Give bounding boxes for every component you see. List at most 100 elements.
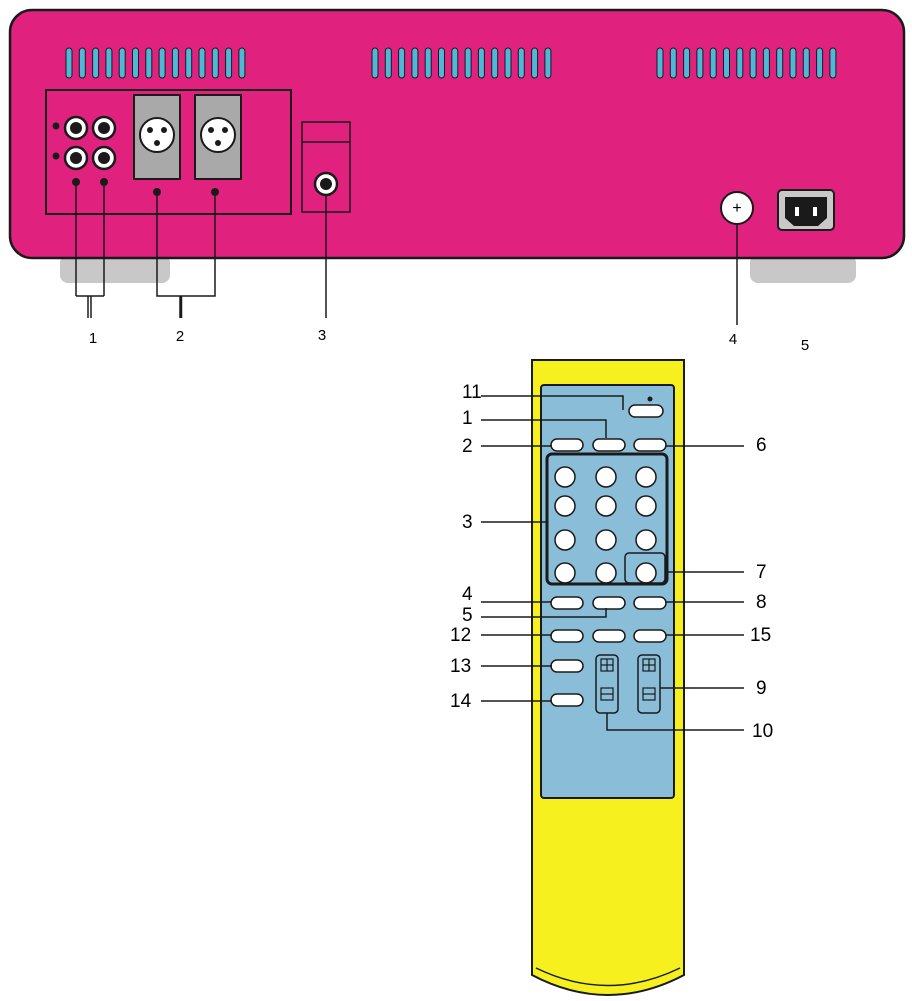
vent-slot: [656, 47, 664, 79]
remote-leader-lines: [481, 395, 744, 731]
remote-callout-7: 7: [756, 562, 767, 583]
remote-callout-1: 1: [462, 408, 473, 429]
vent-slot: [132, 47, 139, 79]
vent-slot: [238, 47, 246, 79]
vent-slot: [118, 47, 126, 79]
ventilation-slots: [65, 47, 837, 79]
rear-leader-lines: [75, 186, 738, 325]
button-12[interactable]: [550, 629, 584, 643]
power-button[interactable]: [628, 404, 664, 418]
keypad-key[interactable]: [595, 529, 617, 551]
keypad-key[interactable]: [635, 466, 657, 488]
keypad-key[interactable]: [595, 562, 617, 584]
remote-callout-10: 10: [752, 721, 773, 742]
remote-control: 11 1 2 6 3 7 4 8 5 12 15 13 9 14 10: [450, 359, 773, 996]
button-14[interactable]: [550, 693, 584, 707]
vent-slot: [776, 47, 784, 79]
vent-slot: [398, 47, 406, 79]
remote-callout-5: 5: [462, 605, 473, 626]
remote-callout-3: 3: [462, 512, 473, 533]
button-6[interactable]: [633, 438, 667, 452]
vent-slot: [424, 47, 432, 79]
vent-slot: [816, 47, 824, 79]
vent-slot: [789, 47, 797, 79]
button-12b[interactable]: [592, 629, 626, 643]
keypad-key[interactable]: [635, 495, 657, 517]
vent-slot: [709, 47, 717, 79]
vent-slot: [517, 47, 525, 79]
remote-callout-14: 14: [450, 691, 472, 712]
audio-output-block: [45, 89, 292, 215]
xlr-jack-icon[interactable]: [139, 117, 175, 153]
xlr-jack-icon[interactable]: [200, 117, 236, 153]
button-15[interactable]: [633, 629, 667, 643]
button-1[interactable]: [592, 438, 626, 452]
button-8[interactable]: [633, 596, 667, 610]
button-2[interactable]: [550, 438, 584, 452]
callout-2: 2: [176, 328, 184, 345]
keypad-key[interactable]: [595, 466, 617, 488]
keypad-key[interactable]: [635, 529, 657, 551]
callout-5: 5: [801, 337, 809, 354]
ground-terminal-symbol: +: [732, 200, 741, 217]
rocker-9[interactable]: [637, 654, 661, 714]
vent-slot: [371, 47, 379, 79]
remote-callout-13: 13: [450, 656, 471, 677]
vent-slot: [185, 47, 193, 79]
keypad-key[interactable]: [554, 466, 576, 488]
keypad-key[interactable]: [635, 562, 657, 584]
keypad-key[interactable]: [554, 495, 576, 517]
iec-socket-icon: [785, 197, 827, 226]
vent-slot: [78, 47, 86, 79]
callout-4: 4: [729, 331, 737, 348]
vent-slot: [477, 47, 485, 79]
vent-slot: [544, 47, 552, 79]
power-inlet[interactable]: [777, 189, 835, 231]
number-keypad-frame: [545, 452, 669, 586]
left-foot: [60, 255, 170, 283]
vent-slot: [531, 47, 539, 79]
vent-slot: [211, 47, 219, 79]
vent-slot: [723, 47, 730, 79]
chassis: [8, 8, 906, 260]
remote-callout-8: 8: [756, 592, 767, 613]
vent-slot: [464, 47, 472, 79]
button-4[interactable]: [550, 596, 584, 610]
vent-slot: [105, 47, 113, 79]
vent-slot: [504, 47, 512, 79]
remote-buttons: [550, 404, 667, 707]
vent-slot: [171, 47, 179, 79]
callout-3: 3: [318, 327, 326, 344]
remote-callout-2: 2: [462, 436, 473, 457]
xlr-jacks: [133, 94, 242, 196]
vent-slot: [749, 47, 757, 79]
button-13[interactable]: [550, 659, 584, 673]
right-foot: [750, 255, 856, 283]
remote-callout-6: 6: [756, 435, 767, 456]
vent-slot: [829, 47, 837, 79]
vent-slot: [762, 47, 770, 79]
vent-slot: [491, 47, 499, 79]
vent-slot: [438, 47, 445, 79]
remote-callout-15: 15: [750, 625, 771, 646]
remote-callout-11: 11: [462, 382, 482, 403]
button-5[interactable]: [592, 596, 626, 610]
vent-slot: [451, 47, 459, 79]
key-7-frame: [624, 552, 666, 584]
remote-callout-9: 9: [756, 678, 767, 699]
vent-slot: [145, 47, 153, 79]
keypad-key[interactable]: [554, 562, 576, 584]
rear-panel: + 1 2 3 4 5: [8, 8, 906, 354]
vent-slot: [411, 47, 419, 79]
keypad-key[interactable]: [595, 495, 617, 517]
ground-terminal[interactable]: +: [720, 191, 754, 225]
vent-slot: [696, 47, 704, 79]
vent-slot: [225, 47, 233, 79]
vent-slot: [198, 47, 206, 79]
vent-slot: [92, 47, 100, 79]
remote-callout-12: 12: [450, 625, 471, 646]
vent-slot: [158, 47, 166, 79]
keypad-key[interactable]: [554, 529, 576, 551]
number-keypad: [554, 466, 657, 584]
